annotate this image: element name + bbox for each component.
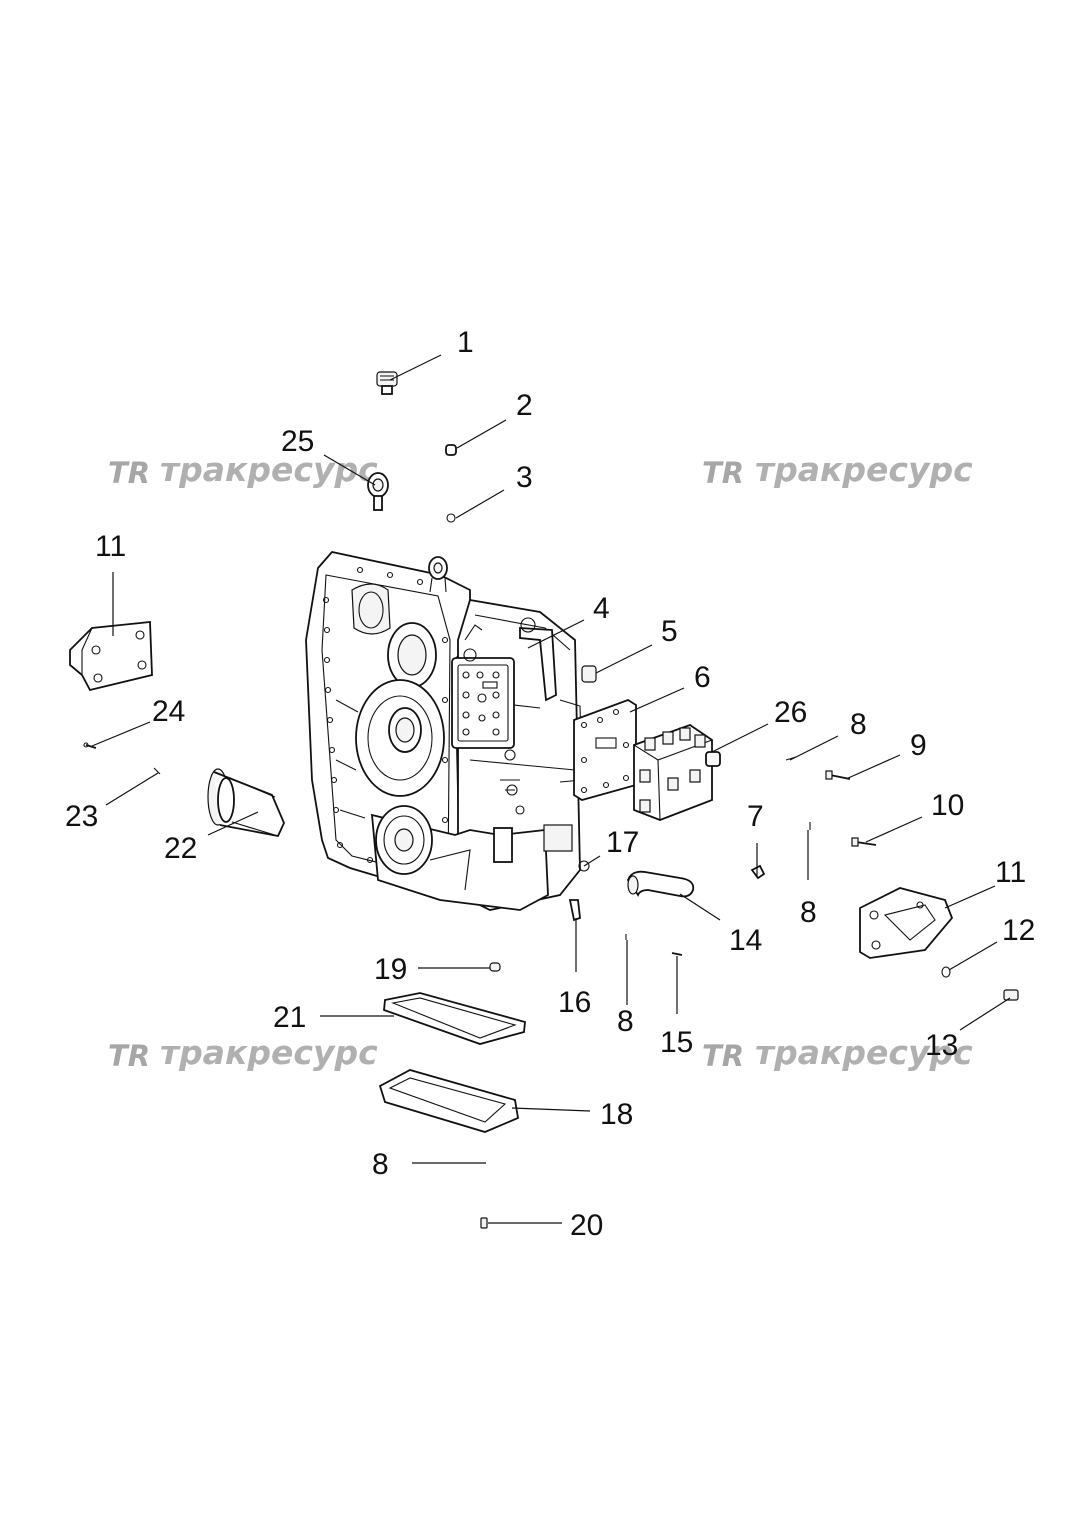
watermark-text: тракресурс <box>755 450 973 489</box>
part-26-control-valve <box>633 723 721 821</box>
part-23-washer <box>153 767 161 775</box>
callout-10: 10 <box>931 789 964 822</box>
callout-21: 21 <box>273 1001 306 1034</box>
watermark-top-right: TR тракресурс <box>702 450 973 490</box>
watermark-text: тракресурс <box>755 1033 973 1072</box>
callout-4: 4 <box>593 592 610 625</box>
leader-lines <box>91 354 1011 1224</box>
watermark-text: тракресурс <box>160 450 378 489</box>
transmission-housing <box>305 551 583 911</box>
callout-6: 6 <box>694 661 711 694</box>
part-1-breather-plug <box>376 371 398 395</box>
callout-17: 17 <box>606 826 639 859</box>
callout-14: 14 <box>729 924 762 957</box>
callout-20: 20 <box>570 1209 603 1242</box>
part-11-left-mount-bracket <box>69 621 153 692</box>
part-21-oil-pan-gasket <box>383 992 526 1045</box>
valve-caps <box>639 727 706 813</box>
part-17-o-ring <box>578 860 590 872</box>
callout-9: 9 <box>910 729 927 762</box>
callout-11: 11 <box>95 530 126 563</box>
callout-1: 1 <box>457 326 474 359</box>
part-25-eye-bolt <box>367 472 389 511</box>
callout-3: 3 <box>516 461 533 494</box>
watermark-logo-mark: TR <box>702 1039 744 1073</box>
valve-plate-holes <box>462 671 500 736</box>
watermark-top-left: TR тракресурс <box>108 450 378 490</box>
part-24-pin <box>83 742 97 749</box>
callout-24: 24 <box>152 695 185 728</box>
part-16-pipe-bracket <box>568 899 581 922</box>
part-5-plug <box>581 665 597 683</box>
callout-11: 11 <box>995 856 1026 889</box>
callout-19: 19 <box>374 953 407 986</box>
callout-7: 7 <box>747 800 764 833</box>
bell-bolt-holes <box>322 566 449 884</box>
callout-25: 25 <box>281 425 314 458</box>
watermark-bottom-left: TR тракресурс <box>108 1033 378 1073</box>
part-2-plug <box>445 444 457 456</box>
callout-2: 2 <box>516 389 533 422</box>
callout-16: 16 <box>558 986 591 1019</box>
callout-26: 26 <box>774 696 807 729</box>
callout-15: 15 <box>660 1026 693 1059</box>
watermark-logo-mark: TR <box>108 1039 150 1073</box>
callout-18: 18 <box>600 1098 633 1131</box>
part-3-seal-ring <box>446 513 456 523</box>
part-14-hose <box>626 870 695 898</box>
callout-8: 8 <box>850 708 867 741</box>
watermark-text: тракресурс <box>160 1033 378 1072</box>
watermark-bottom-right: TR тракресурс <box>702 1033 973 1073</box>
callout-13: 13 <box>925 1029 958 1062</box>
callout-23: 23 <box>65 800 98 833</box>
part-18-oil-pan <box>378 1069 520 1133</box>
callout-22: 22 <box>164 832 197 865</box>
part-7-clip <box>750 864 766 880</box>
callout-8: 8 <box>372 1148 389 1181</box>
callout-5: 5 <box>661 615 678 648</box>
part-15-banjo-bolt <box>671 952 683 956</box>
part-10-bolt <box>851 837 877 847</box>
part-11-right-mount-bracket <box>859 887 954 959</box>
callout-8: 8 <box>617 1005 634 1038</box>
part-20-drain-plug <box>480 1217 488 1229</box>
watermark-logo-mark: TR <box>702 456 744 490</box>
callout-8: 8 <box>800 896 817 929</box>
gasket-holes <box>580 708 630 794</box>
callout-labels: 1 2 3 4 5 6 7 8 8 8 8 9 10 11 11 12 13 1… <box>65 326 1035 1242</box>
part-6-gasket <box>573 699 637 801</box>
part-9-bolt <box>825 770 851 780</box>
part-12-washer <box>941 966 951 978</box>
part-19-plug <box>489 962 501 972</box>
watermark-logo-mark: TR <box>108 456 150 490</box>
callout-12: 12 <box>1002 914 1035 947</box>
part-22-oil-filter <box>207 768 285 838</box>
part-13-bolt <box>1003 989 1019 1001</box>
